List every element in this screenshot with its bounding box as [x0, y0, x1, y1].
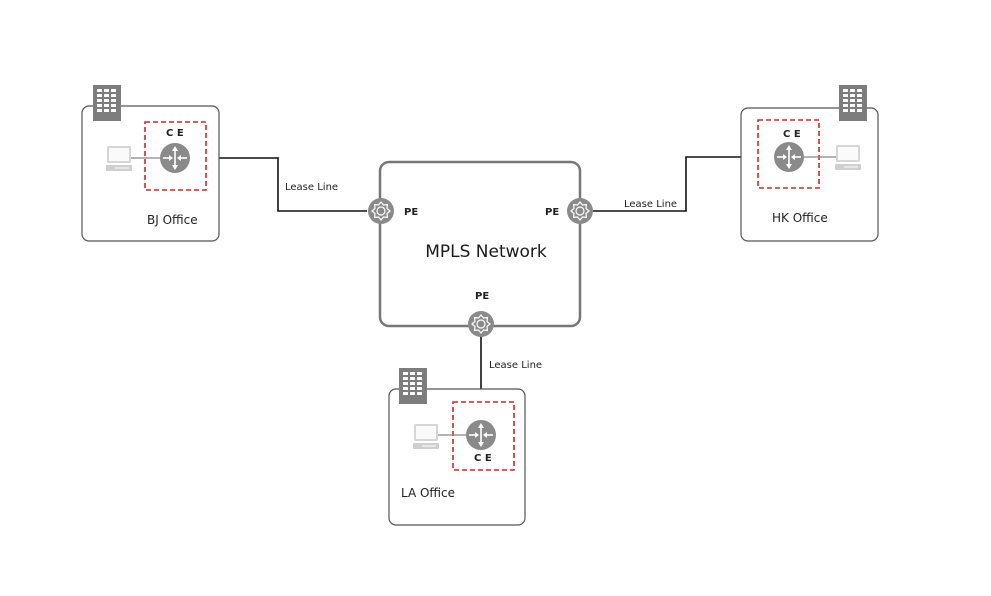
pe-label-south: PE — [475, 291, 489, 302]
ce-boundary-bj — [144, 121, 207, 191]
building-icon — [839, 85, 867, 121]
office-la-name: LA Office — [401, 486, 455, 500]
office-bj-box — [81, 105, 220, 242]
ce-router-bj-icon[interactable] — [159, 142, 191, 174]
link-bj-pe — [191, 157, 367, 212]
building-icon — [93, 85, 121, 121]
office-la: C E LA Office — [388, 368, 526, 526]
office-bj-name: BJ Office — [147, 213, 198, 227]
pe-router-east-icon[interactable] — [566, 197, 594, 225]
ce-label-bj: C E — [166, 128, 184, 139]
building-icon — [399, 368, 427, 404]
office-hk-name: HK Office — [772, 211, 828, 225]
ce-boundary-hk — [757, 119, 820, 189]
pe-label-west: PE — [404, 207, 418, 218]
pe-label-east: PE — [545, 207, 559, 218]
ce-label-hk: C E — [783, 129, 801, 140]
ce-router-hk-icon[interactable] — [773, 141, 805, 173]
ce-label-la: C E — [474, 453, 492, 464]
link-label-hk: Lease Line — [624, 199, 677, 210]
office-la-box — [388, 388, 526, 526]
pe-router-south-icon[interactable] — [467, 310, 495, 338]
mpls-network-title: MPLS Network — [425, 242, 547, 262]
office-hk-box — [740, 107, 879, 242]
pc-icon[interactable] — [412, 423, 440, 450]
office-hk: C E HK Office — [740, 85, 879, 242]
pe-router-west-icon[interactable] — [367, 197, 395, 225]
link-hk-pe — [593, 156, 763, 212]
ce-boundary-la — [452, 401, 515, 471]
pc-icon[interactable] — [834, 144, 862, 171]
ce-router-la-icon[interactable] — [465, 419, 497, 451]
link-label-bj: Lease Line — [285, 182, 338, 193]
link-label-la: Lease Line — [489, 360, 542, 371]
office-bj: C E BJ Office — [81, 85, 220, 242]
pc-icon[interactable] — [105, 145, 133, 172]
